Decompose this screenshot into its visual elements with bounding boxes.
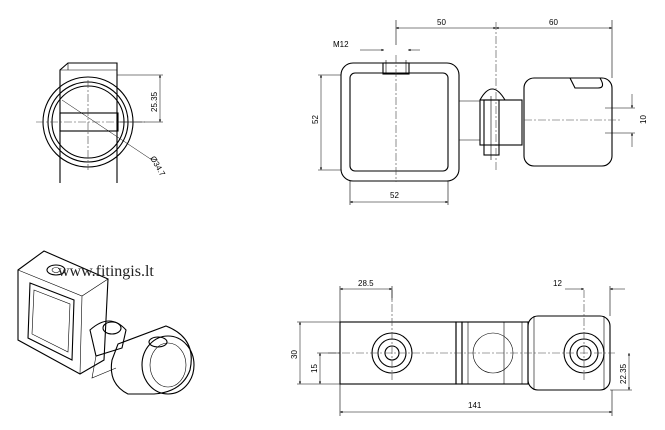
dim-60: 60	[549, 18, 558, 27]
dim-m12: M12	[333, 40, 349, 49]
dim-52-horizontal: 52	[390, 191, 399, 200]
dim-141: 141	[468, 401, 482, 410]
dim-15: 15	[310, 364, 319, 373]
dim-10: 10	[639, 115, 648, 124]
dim-50: 50	[437, 18, 446, 27]
isometric-view	[17, 250, 195, 395]
watermark: www.fitingis.lt	[58, 263, 154, 280]
dim-25-35: 25.35	[150, 91, 159, 112]
side-view: 25.35 Ø34.7	[36, 62, 167, 183]
dim-28-5: 28.5	[358, 279, 374, 288]
dim-12: 12	[553, 279, 562, 288]
dim-30: 30	[290, 350, 299, 359]
front-view: M12 50 60 52 52 10	[311, 18, 648, 205]
dim-diameter-34-7: Ø34.7	[148, 155, 167, 179]
bottom-view: 28.5 12 30 15 22.35 141	[290, 279, 632, 416]
dim-22-35: 22.35	[619, 363, 628, 384]
dim-52-vertical: 52	[311, 115, 320, 124]
